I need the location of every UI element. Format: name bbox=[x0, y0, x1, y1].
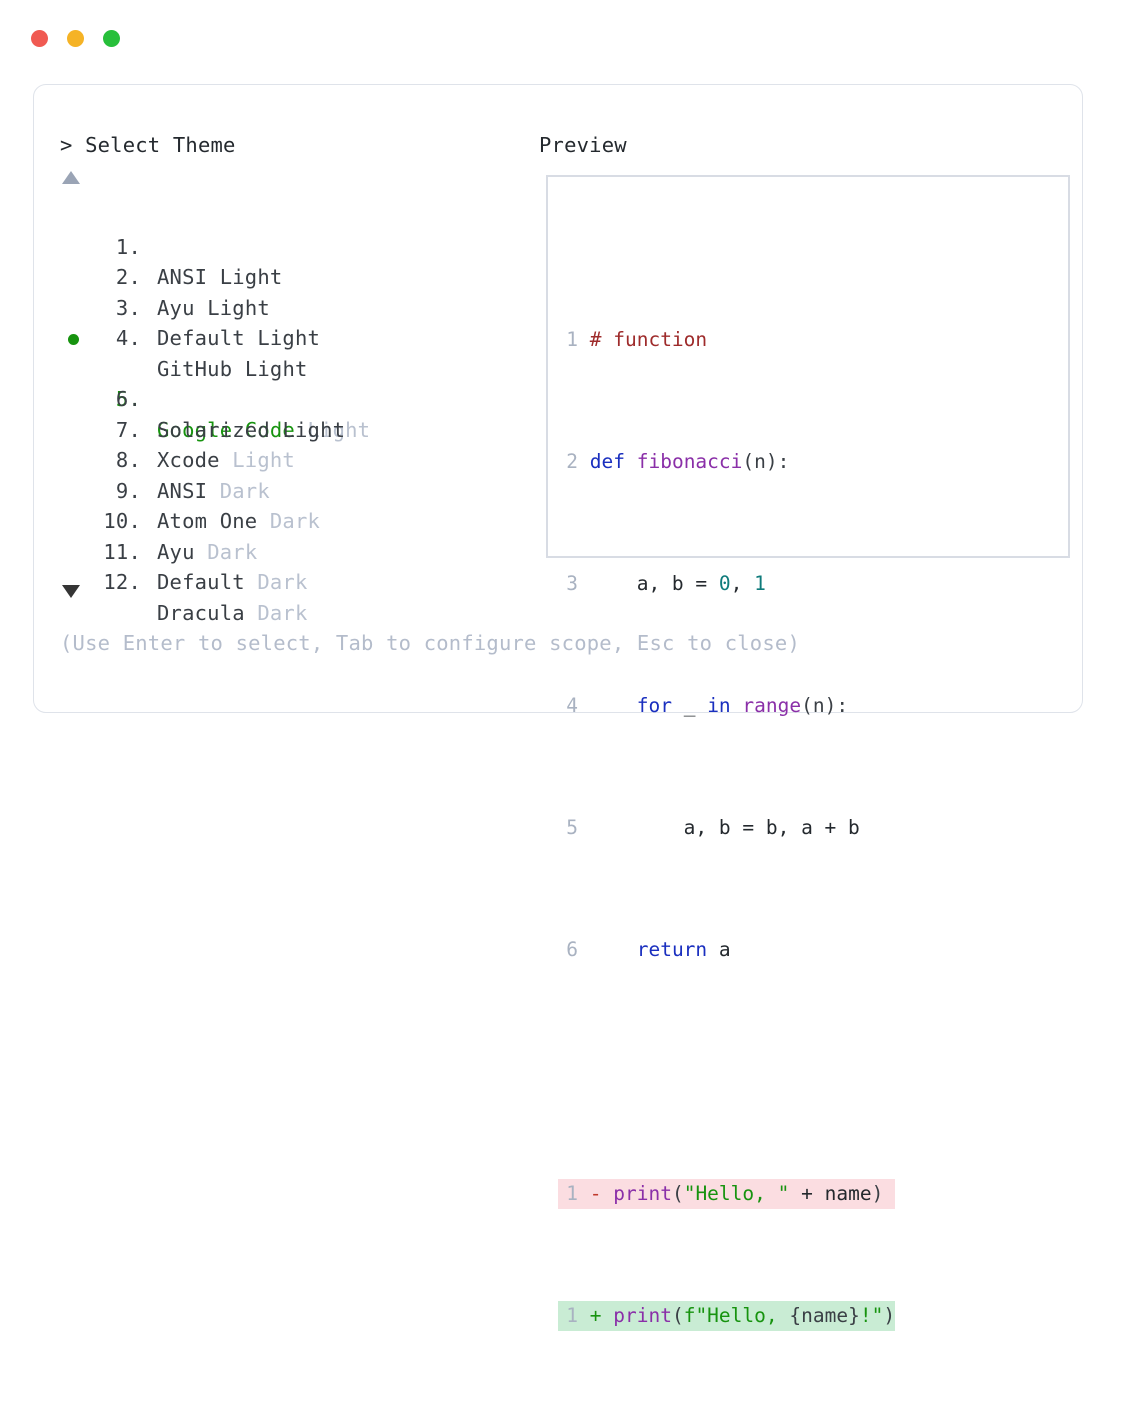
list-item-variant: Dark bbox=[269, 509, 321, 533]
list-item-number: 1. bbox=[115, 234, 141, 259]
code-token-keyword: return bbox=[636, 937, 708, 961]
code-token-function: range bbox=[742, 693, 802, 717]
list-item-variant: Dark bbox=[207, 539, 258, 564]
line-number: 4 bbox=[566, 693, 578, 717]
code-line: 4 for _ in range(n): bbox=[560, 691, 895, 722]
list-item-label: Ayu Dark bbox=[157, 539, 258, 564]
list-item-label: Atom One Dark bbox=[157, 509, 321, 533]
code-token-keyword: def bbox=[589, 449, 625, 473]
list-item-label: Solarized Light bbox=[157, 417, 346, 442]
list-item-number: 3. bbox=[115, 295, 141, 320]
selected-bullet-icon bbox=[68, 334, 79, 345]
list-item-variant: Light bbox=[282, 417, 346, 442]
list-item-number: 2. bbox=[115, 265, 141, 289]
page-title: Select Theme bbox=[85, 133, 236, 157]
list-item-variant: Light bbox=[307, 417, 371, 442]
triangle-up-icon[interactable] bbox=[62, 171, 80, 184]
list-item-label: GitHub Light bbox=[157, 356, 308, 381]
list-item[interactable]: 12. Dracula Dark bbox=[60, 537, 520, 625]
preview-code-box: 1 # function 2 def fibonacci(n): 3 a, b … bbox=[546, 175, 1070, 1331]
list-item-variant: Dark bbox=[257, 570, 308, 594]
line-number: 1 bbox=[566, 1181, 578, 1205]
code-line: 2 def fibonacci(n): bbox=[560, 447, 895, 478]
list-item-label: Default Light bbox=[157, 326, 321, 350]
list-item[interactable]: 10. Ayu Dark bbox=[60, 476, 520, 564]
list-item-number: 9. bbox=[115, 478, 141, 503]
code-token-number: 0 bbox=[718, 571, 731, 595]
list-item-label: Google Code Light bbox=[157, 417, 371, 442]
list-item[interactable]: 6. Solarized Light bbox=[60, 354, 520, 442]
list-item-variant: Dark bbox=[219, 478, 270, 503]
triangle-down-icon[interactable] bbox=[62, 585, 80, 598]
line-number: 3 bbox=[566, 571, 578, 595]
code-token-function: fibonacci bbox=[636, 449, 743, 473]
list-item-label: Default Dark bbox=[157, 570, 308, 594]
code-line: 3 a, b = 0, 1 bbox=[560, 569, 895, 600]
line-number: 5 bbox=[566, 815, 578, 839]
list-item-label: ANSI Dark bbox=[157, 478, 270, 503]
list-item-selected[interactable]: 5. Google Code Light bbox=[60, 323, 520, 442]
list-item-number: 8. bbox=[115, 448, 141, 472]
list-item[interactable]: 1. ANSI Light bbox=[60, 201, 520, 290]
minimize-window-button[interactable] bbox=[67, 30, 84, 47]
list-item-variant: Light bbox=[244, 356, 308, 381]
keyboard-hint: (Use Enter to select, Tab to configure s… bbox=[60, 631, 800, 655]
diff-line-added: 1 + print(f"Hello, {name}!") bbox=[558, 1300, 896, 1331]
list-item-label: ANSI Light bbox=[157, 265, 283, 289]
list-item-number: 6. bbox=[115, 387, 141, 411]
diff-marker-added: + bbox=[589, 1303, 602, 1327]
diff-marker-removed: - bbox=[589, 1181, 602, 1205]
list-item[interactable]: 2. Ayu Light bbox=[60, 232, 520, 320]
diff-line-removed: 1 - print("Hello, " + name) bbox=[558, 1178, 896, 1209]
code-line: 6 return a bbox=[560, 935, 895, 966]
list-item-label: Dracula Dark bbox=[157, 600, 308, 625]
list-item-variant: Light bbox=[232, 448, 295, 472]
list-item[interactable]: 8. ANSI Dark bbox=[60, 415, 520, 503]
list-item-number: 10. bbox=[103, 509, 141, 533]
code-line: 5 a, b = b, a + b bbox=[560, 813, 895, 844]
list-item[interactable]: 4. GitHub Light bbox=[60, 293, 520, 381]
preview-title: Preview bbox=[539, 133, 627, 157]
list-item-variant: Light bbox=[219, 265, 283, 289]
list-item-number: 7. bbox=[115, 417, 141, 442]
list-item-label: Xcode Light bbox=[157, 448, 295, 472]
prompt-caret-icon: > bbox=[60, 133, 73, 157]
window-traffic-lights bbox=[31, 30, 120, 47]
list-item[interactable]: 7. Xcode Light bbox=[60, 384, 520, 473]
list-item-number: 12. bbox=[103, 570, 141, 594]
list-item[interactable]: 11. Default Dark bbox=[60, 506, 520, 595]
code-token-number: 1 bbox=[754, 571, 766, 595]
list-item-label: Ayu Light bbox=[157, 295, 270, 320]
code-token-keyword: for bbox=[636, 693, 672, 717]
line-number: 6 bbox=[566, 937, 578, 961]
list-item[interactable]: 3. Default Light bbox=[60, 262, 520, 351]
code-blank-line bbox=[560, 1057, 895, 1088]
line-number: 1 bbox=[566, 1303, 578, 1327]
line-number: 2 bbox=[566, 449, 578, 473]
theme-picker-card: > Select Theme 1. ANSI Light 2. Ayu Ligh… bbox=[33, 84, 1083, 1331]
prompt-row: > Select Theme bbox=[60, 133, 236, 157]
picker-panes: > Select Theme 1. ANSI Light 2. Ayu Ligh… bbox=[34, 85, 1082, 1331]
list-item-number: 11. bbox=[103, 539, 141, 564]
list-item[interactable]: 9. Atom One Dark bbox=[60, 445, 520, 534]
theme-list[interactable]: 1. ANSI Light 2. Ayu Light 3. Default Li… bbox=[60, 201, 520, 625]
close-window-button[interactable] bbox=[31, 30, 48, 47]
code-token-comment: # function bbox=[589, 327, 708, 351]
list-item-variant: Dark bbox=[257, 600, 308, 625]
maximize-window-button[interactable] bbox=[103, 30, 120, 47]
line-number: 1 bbox=[566, 327, 578, 351]
code-block: 1 # function 2 def fibonacci(n): 3 a, b … bbox=[558, 233, 896, 1423]
list-item-variant: Light bbox=[257, 326, 321, 350]
list-item-variant: Light bbox=[207, 295, 270, 320]
list-item-number: 4. bbox=[115, 326, 141, 350]
list-item-number: 5. bbox=[115, 387, 141, 411]
code-line: 1 # function bbox=[560, 325, 895, 356]
code-token-keyword: in bbox=[707, 693, 731, 717]
